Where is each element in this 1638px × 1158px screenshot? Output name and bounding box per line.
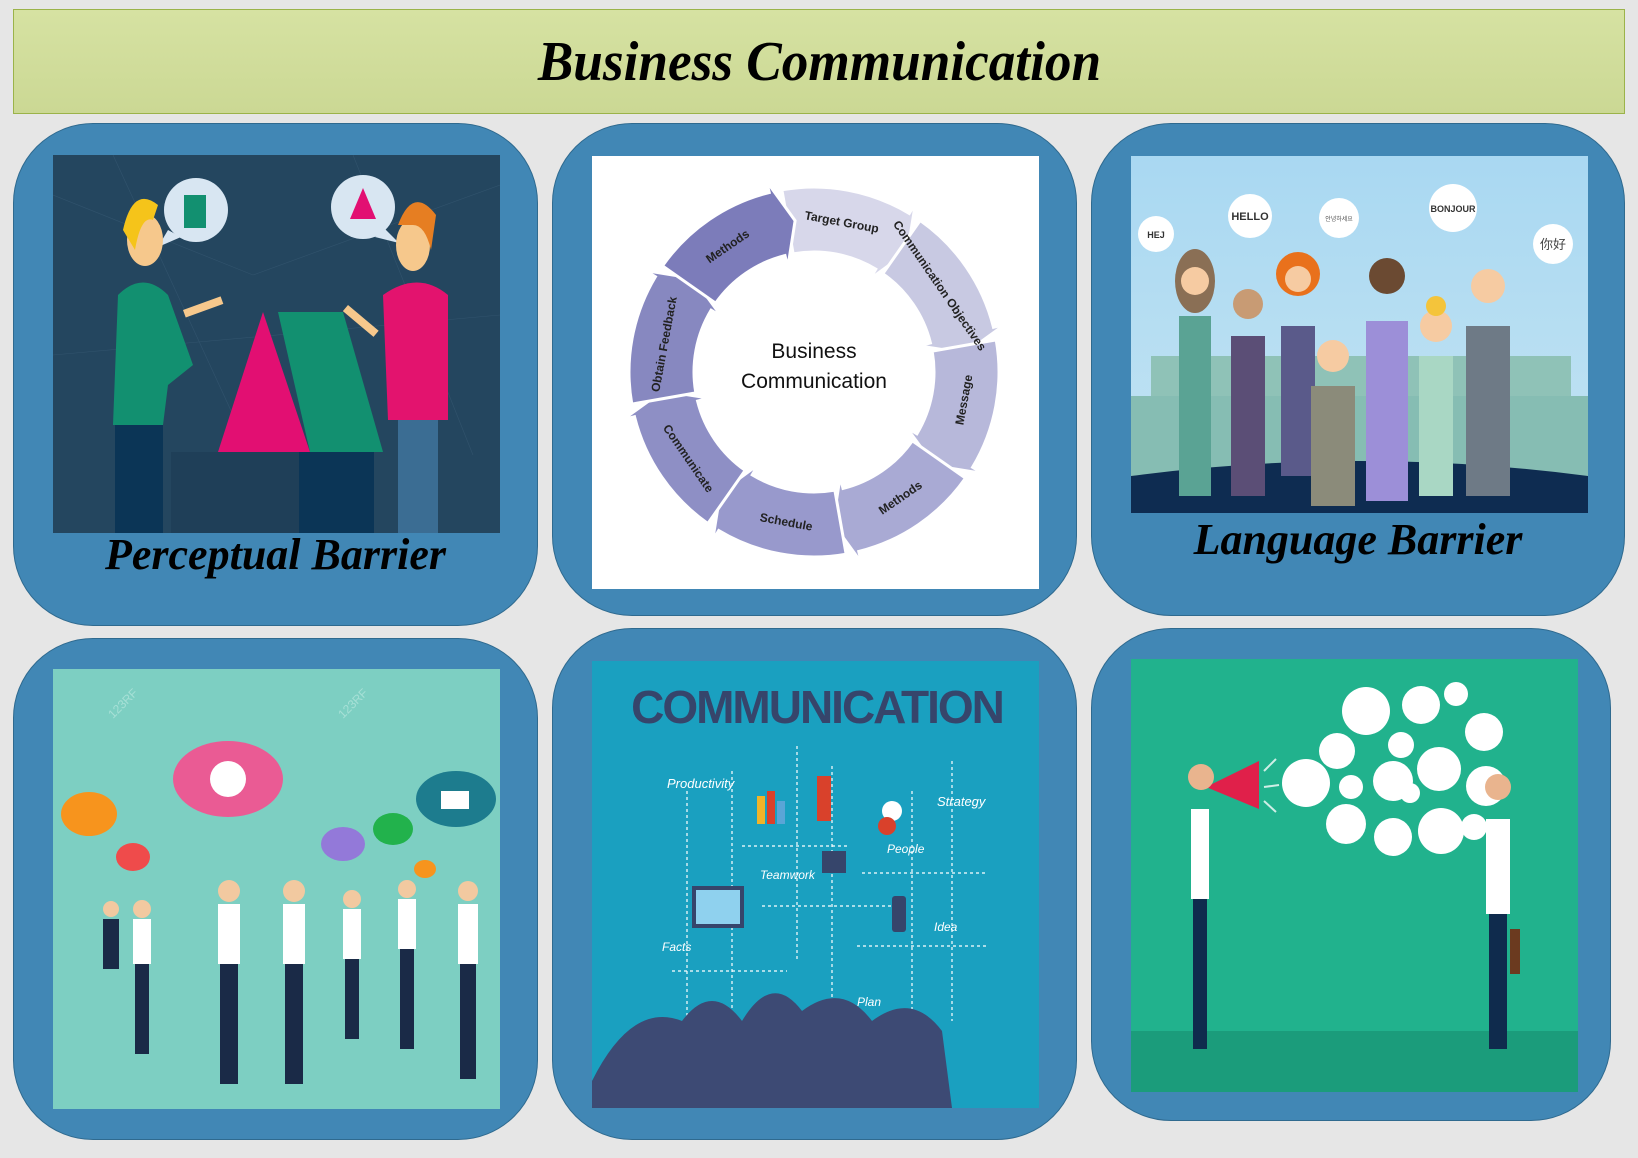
page-title: Business Communication [537, 30, 1101, 93]
greeting-bubble: 你好 [1533, 224, 1573, 264]
svg-text:People: People [887, 842, 925, 856]
svg-text:123RF: 123RF [335, 686, 370, 721]
panel-communication-poster: COMMUNICATION Productivity Strategy Team… [552, 628, 1077, 1140]
language-illustration: HEJ HELLO 안녕하세요 BONJOUR 你好 [1131, 156, 1588, 513]
center-label-line1: Business [771, 340, 856, 363]
cycle-arrow [780, 185, 917, 281]
svg-text:Idea: Idea [934, 920, 958, 934]
cycle-arrow [880, 218, 1007, 355]
panel-perceptual-barrier: Perceptual Barrier [13, 123, 538, 626]
networking-illustration: 123RF 123RF [53, 669, 500, 1109]
greeting-bubble: BONJOUR [1429, 184, 1477, 232]
cycle-arrow [831, 438, 968, 565]
svg-text:HEJ: HEJ [1147, 230, 1165, 240]
svg-text:Plan: Plan [857, 995, 881, 1009]
title-banner: Business Communication [13, 9, 1625, 114]
cycle-arrow [627, 269, 723, 406]
listener-person [1485, 774, 1520, 1049]
megaphone-illustration [1131, 659, 1578, 1092]
perceptual-illustration [53, 155, 500, 533]
panel-megaphone [1091, 628, 1611, 1121]
greeting-bubble: HEJ [1138, 216, 1174, 252]
cycle-arrow [711, 463, 848, 559]
svg-text:123RF: 123RF [105, 686, 140, 721]
cycle-ring [621, 179, 1007, 565]
greeting-bubble: HELLO [1228, 194, 1272, 238]
greeting-bubble: 안녕하세요 [1319, 198, 1359, 238]
caption-perceptual-barrier: Perceptual Barrier [105, 530, 446, 579]
panel-language-barrier: HEJ HELLO 안녕하세요 BONJOUR 你好 Language Barr… [1091, 123, 1625, 616]
svg-text:HELLO: HELLO [1231, 211, 1269, 223]
cycle-arrow [905, 338, 1001, 475]
communication-poster: COMMUNICATION Productivity Strategy Team… [592, 661, 1039, 1108]
center-label-line2: Communication [741, 370, 887, 393]
svg-text:Strategy: Strategy [937, 794, 987, 809]
svg-text:BONJOUR: BONJOUR [1430, 204, 1476, 214]
speaker-person [1188, 764, 1214, 1049]
poster-heading: COMMUNICATION [631, 681, 1003, 733]
svg-text:你好: 你好 [1540, 237, 1566, 252]
svg-text:Teamwork: Teamwork [760, 868, 816, 882]
svg-text:Facts: Facts [662, 940, 691, 954]
svg-text:안녕하세요: 안녕하세요 [1325, 215, 1353, 223]
caption-language-barrier: Language Barrier [1193, 515, 1523, 564]
cycle-arrow [660, 179, 797, 306]
panel-networking: 123RF 123RF [13, 638, 538, 1140]
svg-text:Productivity: Productivity [667, 776, 736, 791]
cycle-arrow [621, 389, 748, 526]
